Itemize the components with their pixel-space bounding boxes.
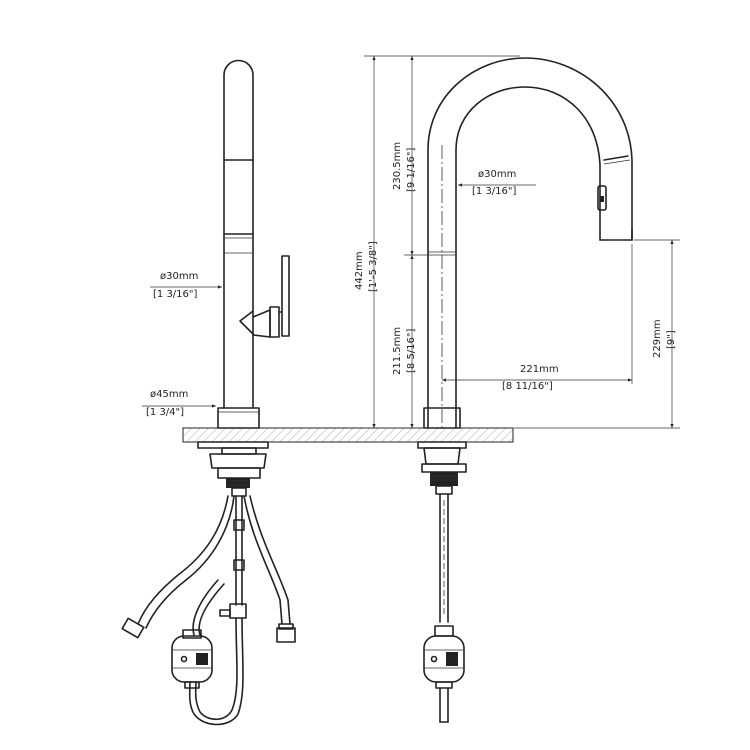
- side-spout-height-inch-label: [9"]: [666, 330, 677, 349]
- side-hose-weight: [423, 625, 465, 689]
- side-lower-height-inch-label: [8 5/16"]: [406, 329, 417, 373]
- side-lower-height-label: 211.5mm: [392, 327, 403, 375]
- side-spout-inner: [455, 86, 601, 429]
- side-spout-diameter-inch-label: [1 3/16"]: [472, 186, 516, 197]
- front-spout-diameter-label: ø30mm: [160, 271, 198, 282]
- countertop: [182, 427, 514, 443]
- front-mounting-hardware: [197, 441, 269, 497]
- side-upper-height-label: 230.5mm: [392, 142, 403, 190]
- front-spout-body: [223, 59, 254, 409]
- side-reach-label: 221mm: [520, 364, 559, 375]
- side-spout-diameter-label: ø30mm: [478, 169, 516, 180]
- side-total-height-label: 442mm: [354, 251, 365, 290]
- side-spout-height-label: 229mm: [652, 319, 663, 358]
- side-spout-outer: [427, 57, 633, 429]
- front-base-diameter-label: ø45mm: [150, 389, 188, 400]
- front-spout-diameter-inch-label: [1 3/16"]: [153, 289, 197, 300]
- side-spray-head: [597, 155, 633, 241]
- side-hose: [439, 493, 449, 723]
- side-mounting-hardware: [417, 441, 467, 495]
- side-base: [423, 407, 461, 429]
- front-supply-hoses: [121, 495, 296, 726]
- front-view: ø30mm [1 3/16"] ø45mm [1 3/4"]: [121, 59, 296, 726]
- side-reach-inch-label: [8 11/16"]: [502, 381, 553, 392]
- front-handle: [239, 255, 290, 338]
- front-hose-weight: [171, 629, 213, 689]
- side-upper-height-inch-label: [9 1/16"]: [406, 148, 417, 192]
- front-base: [217, 407, 260, 429]
- side-total-height-inch-label: [1'-5 3/8"]: [368, 241, 379, 292]
- side-view: 442mm [1'-5 3/8"] 230.5mm [9 1/16"] 211.…: [354, 55, 680, 723]
- front-base-diameter-inch-label: [1 3/4"]: [146, 407, 184, 418]
